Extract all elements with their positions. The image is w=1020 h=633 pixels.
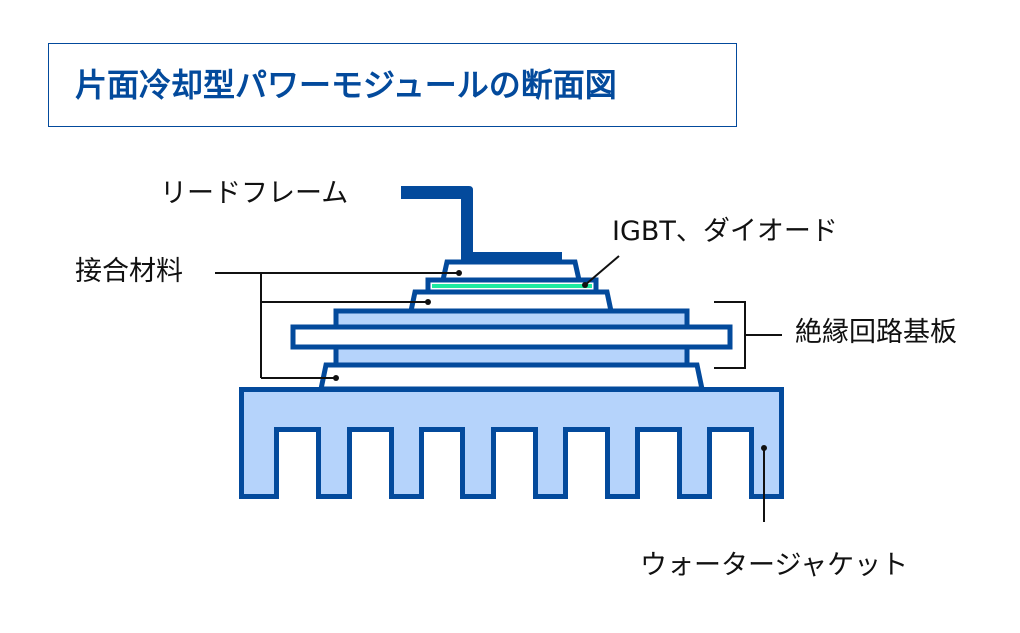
label-chip: IGBT、ダイオード (612, 216, 838, 247)
water-jacket (239, 387, 784, 499)
leader-dots (333, 270, 767, 451)
title-box: 片面冷却型パワーモジュールの断面図 (48, 43, 737, 127)
diagram-title: 片面冷却型パワーモジュールの断面図 (75, 66, 617, 104)
bonding-layer-middle (407, 289, 615, 314)
bonding-layer-top (439, 259, 583, 283)
bonding-layer-bottom (317, 362, 706, 392)
label-lead-frame: リードフレーム (160, 178, 349, 209)
label-bonding-material: 接合材料 (75, 256, 183, 287)
lead-frame (401, 186, 562, 264)
leader-lines (215, 255, 782, 522)
substrate-ceramic (290, 324, 733, 350)
label-insulated-substrate: 絶縁回路基板 (795, 317, 957, 348)
label-water-jacket: ウォータージャケット (640, 550, 909, 581)
